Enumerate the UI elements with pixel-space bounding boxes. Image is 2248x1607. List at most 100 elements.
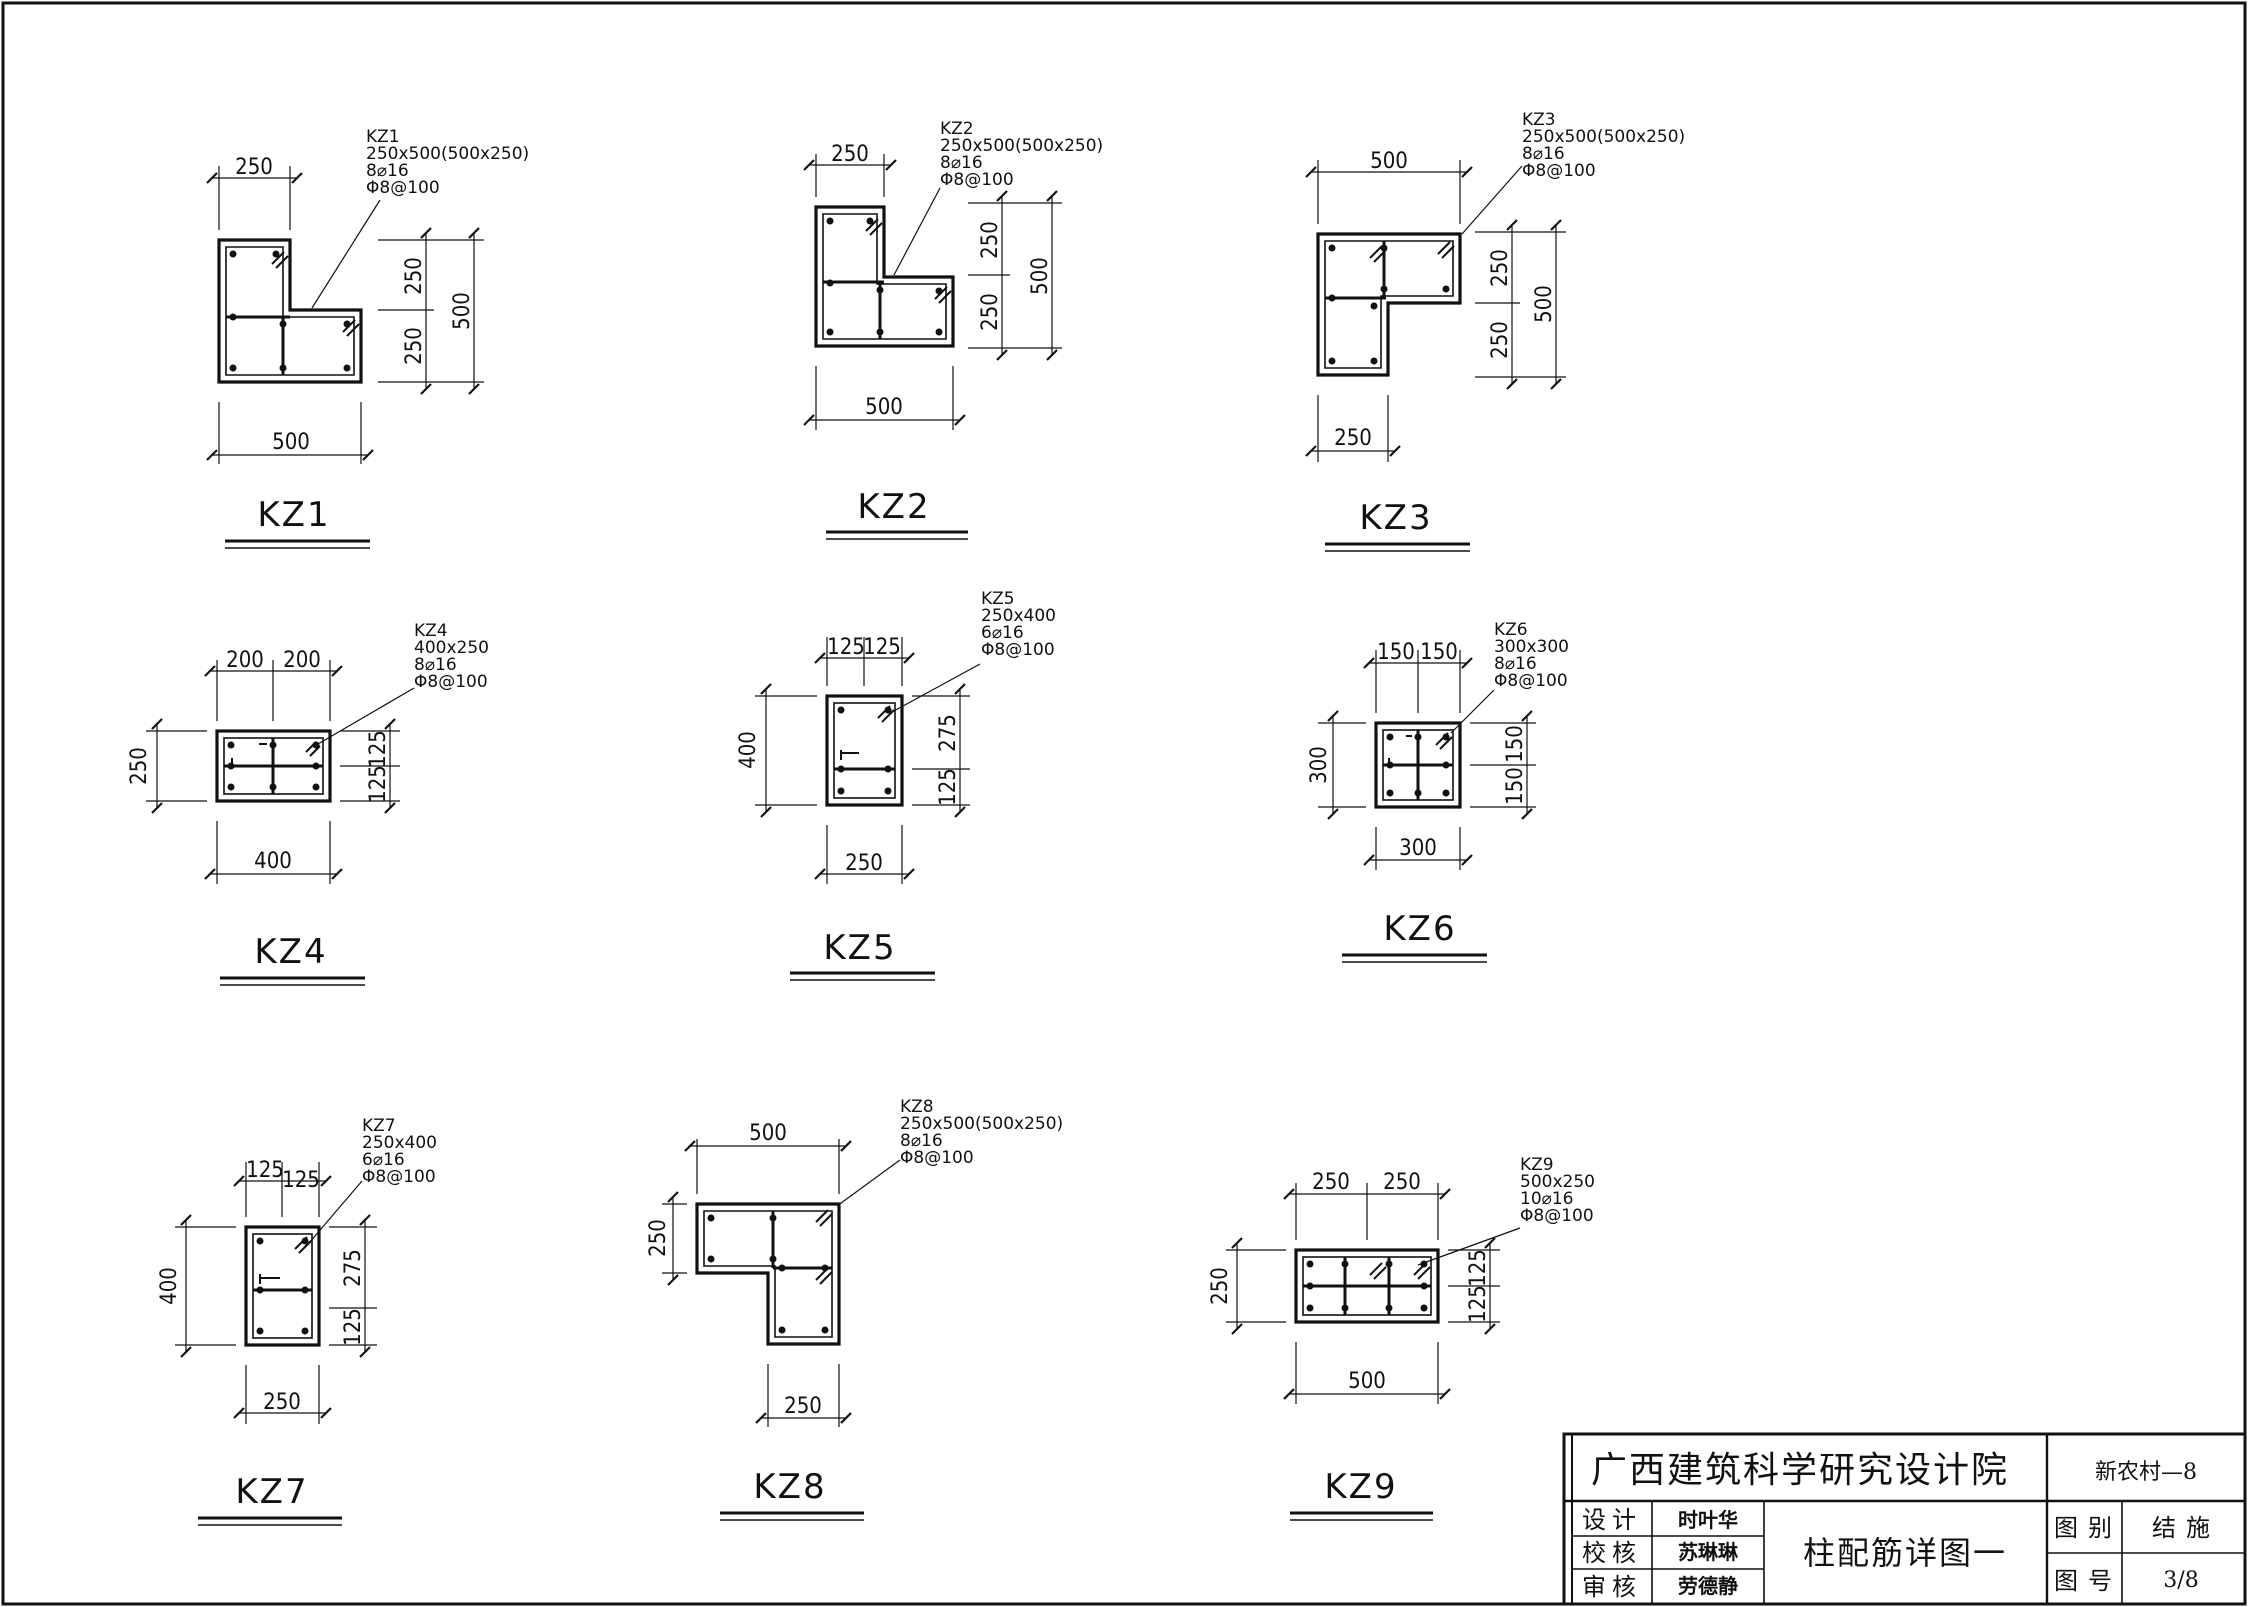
note-line-3: 8⌀16 [940,153,983,173]
dim-top: 500 [749,1121,787,1146]
number-label: 图号 [2054,1567,2122,1595]
dim-bottom: 500 [272,430,310,455]
stirrup-outline [225,246,355,376]
section-outline [1294,1248,1440,1324]
role-name-check: 苏琳琳 [1678,1540,1739,1564]
role-label-design: 设计 [1582,1506,1642,1534]
note-line-4: Φ8@100 [1494,671,1568,691]
dim-top-b: 125 [282,1168,320,1193]
note-line-3: 8⌀16 [366,161,409,181]
dim-left: 250 [646,1219,671,1257]
project-name: 新农村—8 [2095,1460,2197,1485]
dim-right-total: 500 [1028,257,1053,295]
column-kz5: 125 125 250 400 275 125 KZ5 250x400 6⌀16… [736,589,1056,981]
dim-right-a: 275 [936,714,961,752]
dim-bottom: 250 [784,1394,822,1419]
note-line-4: Φ8@100 [900,1148,974,1168]
dim-top: 250 [235,155,273,180]
note-line-1: KZ8 [900,1097,934,1117]
dim-top-b: 150 [1420,640,1458,665]
note-line-3: 8⌀16 [1522,144,1565,164]
stirrup-outline [252,1233,313,1339]
column-title: KZ6 [1383,909,1456,949]
note-line-2: 300x300 [1494,637,1569,657]
role-label-check: 校核 [1582,1539,1642,1567]
dim-right-b: 250 [402,327,427,365]
column-kz6: 150 150 300 300 150 150 KZ6 300x300 8⌀16… [1307,620,1569,963]
section-outline [1374,721,1462,809]
dim-right-b: 250 [978,293,1003,331]
section-outline [825,694,904,807]
dim-right-b: 125 [341,1308,366,1346]
dim-left: 400 [736,731,761,769]
dim-right-a: 250 [1488,249,1513,287]
dim-bottom: 300 [1399,836,1437,861]
section-outline [1316,232,1462,377]
section-outline [814,205,955,348]
dim-right-b: 125 [366,765,391,803]
dim-top-a: 250 [1312,1170,1350,1195]
column-kz9: 250 250 500 250 125 125 KZ9 500x250 10⌀1… [1208,1155,1595,1521]
note-line-2: 250x500(500x250) [366,144,529,164]
dim-right-a: 250 [978,221,1003,259]
dim-bottom: 250 [1334,426,1372,451]
column-title: KZ2 [857,487,930,527]
column-kz2: 250 500 250 250 500 KZ2 250x500(500x250)… [803,119,1103,540]
stirrup-outline [1324,240,1454,369]
title-block: 广西建筑科学研究设计院 新农村—8 设计 时叶华 校核 苏琳琳 审核 劳德静 柱… [1562,1432,2247,1606]
note-line-2: 250x500(500x250) [900,1114,1063,1134]
note-line-3: 10⌀16 [1520,1189,1574,1209]
dim-top-a: 200 [226,648,264,673]
dim-left: 250 [127,747,152,785]
column-kz4: 200 200 400 250 125 125 KZ4 400x250 8⌀16… [127,621,489,986]
dim-top-b: 125 [863,635,901,660]
column-kz8: 500 250 250 KZ8 250x500(500x250) 8⌀16 Φ8… [646,1097,1063,1521]
institute-name: 广西建筑科学研究设计院 [1591,1450,2009,1491]
note-line-2: 250x400 [362,1133,437,1153]
category-label: 图别 [2054,1514,2122,1542]
dim-right-b: 250 [1488,321,1513,359]
note-line-2: 500x250 [1520,1172,1595,1192]
dim-right-a: 125 [1466,1249,1491,1287]
dim-top: 500 [1370,149,1408,174]
dim-right-total: 500 [1532,285,1557,323]
note-line-1: KZ2 [940,119,974,139]
note-line-1: KZ5 [981,589,1015,609]
note-line-2: 400x250 [414,638,489,658]
note-line-1: KZ9 [1520,1155,1554,1175]
note-line-4: Φ8@100 [940,170,1014,190]
note-line-4: Φ8@100 [1522,161,1596,181]
section-outline [244,1225,321,1347]
dim-bottom: 250 [263,1390,301,1415]
dim-top: 250 [831,142,869,167]
note-line-4: Φ8@100 [414,672,488,692]
note-line-1: KZ6 [1494,620,1528,640]
dim-right-a: 275 [341,1249,366,1287]
note-line-2: 250x500(500x250) [1522,127,1685,147]
section-outline [695,1202,841,1346]
section-outline [215,729,332,803]
drawing-title: 柱配筋详图一 [1803,1534,2007,1572]
column-title: KZ1 [257,495,330,535]
note-line-1: KZ3 [1522,110,1556,130]
note-line-3: 6⌀16 [981,623,1024,643]
dim-bottom: 500 [865,395,903,420]
note-line-2: 250x400 [981,606,1056,626]
dim-right-b: 150 [1503,767,1528,805]
stirrup-outline [833,702,896,799]
column-title: KZ5 [823,928,896,968]
column-kz3: 500 250 250 250 500 KZ3 250x500(500x250)… [1305,110,1685,552]
number-value: 3/8 [2163,1568,2198,1593]
stirrup-outline [822,213,947,340]
note-line-4: Φ8@100 [981,640,1055,660]
note-line-1: KZ7 [362,1116,396,1136]
dim-right-b: 125 [936,768,961,806]
dim-right-a: 125 [366,730,391,768]
dim-right-total: 500 [450,292,475,330]
stirrup-outline [703,1210,833,1338]
note-line-4: Φ8@100 [362,1167,436,1187]
column-kz7: 125 125 250 400 275 125 KZ7 250x400 6⌀16… [157,1116,437,1526]
note-line-3: 8⌀16 [900,1131,943,1151]
